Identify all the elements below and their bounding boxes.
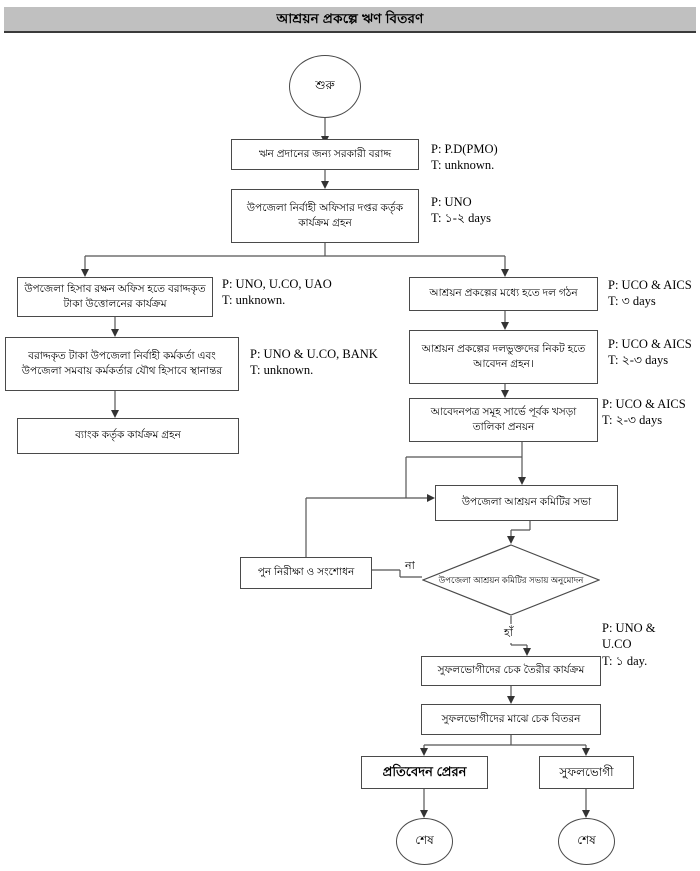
node-cheque-distribute-label: সুফলভোগীদের মাঝে চেক বিতরন: [441, 712, 581, 725]
node-end-left-label: শেষ: [415, 832, 434, 847]
node-uno-office[interactable]: উপজেলা নির্বাহী অফিসার দপ্তর কর্তৃক কার্…: [231, 189, 419, 243]
node-review-revise[interactable]: পুন নিরীক্ষা ও সংশোধন: [240, 557, 372, 589]
node-end-right[interactable]: শেষ: [558, 818, 615, 865]
node-committee-meeting-label: উপজেলা আশ্রয়ন কমিটির সভা: [461, 496, 592, 509]
node-end-right-label: শেষ: [577, 832, 596, 847]
node-bank-action[interactable]: ব্যাংক কর্তৃক কার্যক্রম গ্রহন: [17, 418, 239, 454]
node-joint-account[interactable]: বরাদ্দকৃত টাকা উপজেলা নির্বাহী কর্মকর্তা…: [5, 337, 239, 391]
annotation-group-formation: P: UCO & AICS T: ৩ days: [608, 278, 692, 309]
node-joint-account-label: বরাদ্দকৃত টাকা উপজেলা নির্বাহী কর্মকর্তা…: [21, 349, 223, 377]
annotation-uno-office: P: UNO T: ১-২ days: [431, 195, 492, 226]
annotation-govt-allocation: P: P.D(PMO) T: unknown.: [431, 142, 498, 173]
annotation-joint-account: P: UNO & U.CO, BANK T: unknown.: [250, 347, 378, 378]
node-uno-office-label: উপজেলা নির্বাহী অফিসার দপ্তর কর্তৃক কার্…: [246, 201, 404, 229]
node-govt-allocation[interactable]: ঋন প্রদানের জন্য সরকারী বরাদ্দ: [231, 139, 419, 170]
node-report-send-label: প্রতিবেদন প্রেরন: [382, 764, 467, 780]
node-committee-meeting[interactable]: উপজেলা আশ্রয়ন কমিটির সভা: [435, 485, 618, 521]
edge-label-no: না: [403, 557, 417, 576]
node-draft-list[interactable]: আবেদনপত্র সমূহ সার্ভে পূর্বক খসড়া তালিক…: [409, 398, 598, 442]
annotation-draft-list: P: UCO & AICS T: ২-৩ days: [602, 397, 686, 428]
node-beneficiary[interactable]: সুফলভোগী: [539, 756, 634, 789]
node-applications-label: আশ্রয়ন প্রকল্পের দলভুক্তদের নিকট হতে আব…: [421, 342, 586, 370]
page-title: আশ্রয়ন প্রকল্পে ঋণ বিতরণ: [276, 11, 424, 26]
node-accounts-office-label: উপজেলা হিসাব রক্ষন অফিস হতে বরাদ্দকৃত টা…: [24, 282, 206, 310]
node-start-label: শুরু: [315, 77, 335, 92]
node-beneficiary-label: সুফলভোগী: [559, 764, 614, 779]
node-group-formation-label: আশ্রয়ন প্রকল্পের মধ্যে হতে দল গঠন: [429, 287, 578, 300]
annotation-cheque-prepare: P: UNO & U.CO T: ১ day.: [602, 621, 656, 668]
node-decision-approval[interactable]: উপজেলা আশ্রয়ন কমিটির সভায় অনুমোদন: [422, 544, 600, 616]
annotation-accounts-office: P: UNO, U.CO, UAO T: unknown.: [222, 277, 332, 308]
edge-label-yes: হাঁ: [502, 624, 515, 643]
node-govt-allocation-label: ঋন প্রদানের জন্য সরকারী বরাদ্দ: [258, 147, 392, 160]
diamond-shape: [422, 544, 600, 616]
node-accounts-office[interactable]: উপজেলা হিসাব রক্ষন অফিস হতে বরাদ্দকৃত টা…: [17, 277, 213, 317]
node-cheque-distribute[interactable]: সুফলভোগীদের মাঝে চেক বিতরন: [421, 704, 601, 735]
node-start[interactable]: শুরু: [289, 55, 361, 118]
node-bank-action-label: ব্যাংক কর্তৃক কার্যক্রম গ্রহন: [75, 429, 181, 442]
node-draft-list-label: আবেদনপত্র সমূহ সার্ভে পূর্বক খসড়া তালিক…: [430, 405, 577, 433]
annotation-applications: P: UCO & AICS T: ২-৩ days: [608, 337, 692, 368]
node-group-formation[interactable]: আশ্রয়ন প্রকল্পের মধ্যে হতে দল গঠন: [409, 277, 598, 311]
node-report-send[interactable]: প্রতিবেদন প্রেরন: [361, 756, 488, 789]
title-bar: আশ্রয়ন প্রকল্পে ঋণ বিতরণ: [4, 7, 696, 33]
node-applications[interactable]: আশ্রয়ন প্রকল্পের দলভুক্তদের নিকট হতে আব…: [409, 330, 598, 384]
node-cheque-prepare-label: সুফলভোগীদের চেক তৈরীর কার্যক্রম: [437, 664, 585, 677]
node-review-revise-label: পুন নিরীক্ষা ও সংশোধন: [257, 566, 355, 579]
node-end-left[interactable]: শেষ: [396, 818, 453, 865]
node-cheque-prepare[interactable]: সুফলভোগীদের চেক তৈরীর কার্যক্রম: [421, 656, 601, 686]
